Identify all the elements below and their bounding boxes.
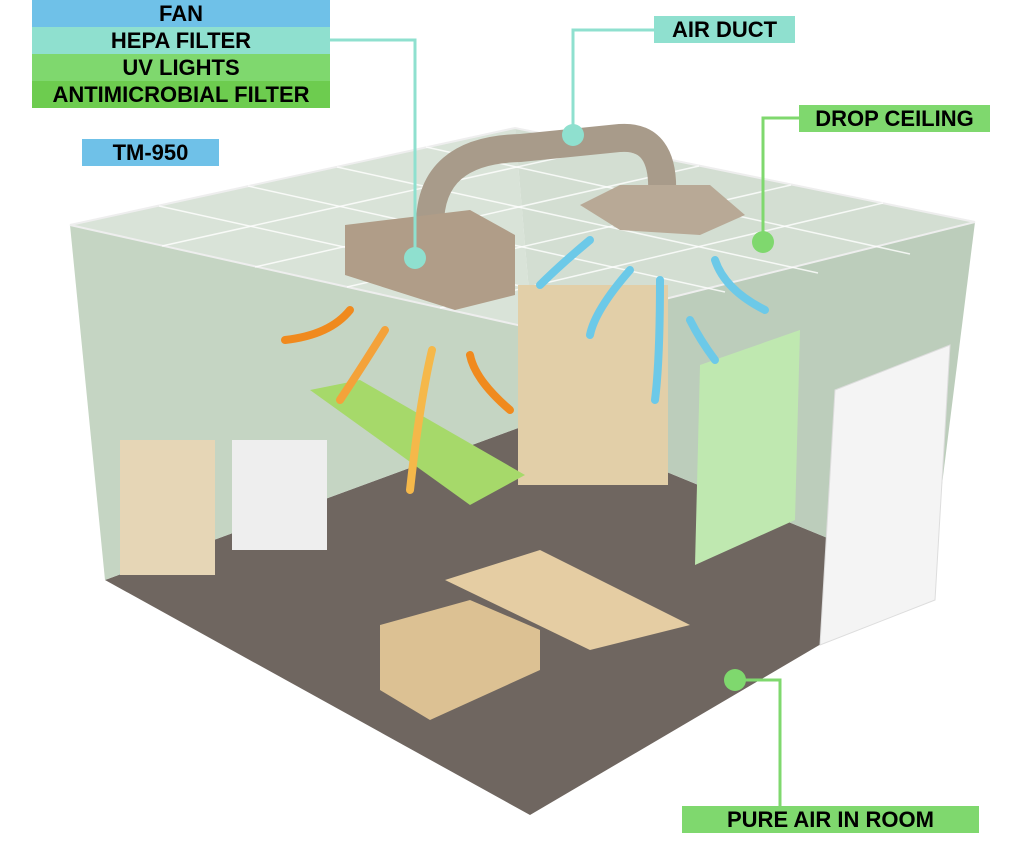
label-fan: FAN xyxy=(32,0,330,27)
desk-cabinet xyxy=(380,600,540,720)
warm-air-arrows xyxy=(281,306,514,494)
duct-dot xyxy=(562,124,584,146)
drop-ceiling xyxy=(69,126,976,332)
purifier-dot xyxy=(404,247,426,269)
label-air-duct: AIR DUCT xyxy=(654,16,795,43)
leader-lines xyxy=(330,28,799,806)
desk xyxy=(445,550,690,650)
air-purifier-unit xyxy=(345,210,515,310)
clean-air-arrows xyxy=(536,236,769,404)
label-drop-ceiling: DROP CEILING xyxy=(799,105,990,132)
label-antimicrobial-filter: ANTIMICROBIAL FILTER xyxy=(32,81,330,108)
label-model: TM-950 xyxy=(82,139,219,166)
cabinet xyxy=(518,285,668,485)
door xyxy=(819,344,951,646)
label-hepa-filter: HEPA FILTER xyxy=(32,27,330,54)
machine xyxy=(232,440,327,550)
hood xyxy=(580,185,745,235)
air-duct xyxy=(416,123,677,226)
ceiling-dot xyxy=(752,231,774,253)
label-uv-lights: UV LIGHTS xyxy=(32,54,330,81)
room-dot xyxy=(724,669,746,691)
curtain xyxy=(695,330,800,565)
cart xyxy=(120,440,215,575)
label-pure-air: PURE AIR IN ROOM xyxy=(682,806,979,833)
